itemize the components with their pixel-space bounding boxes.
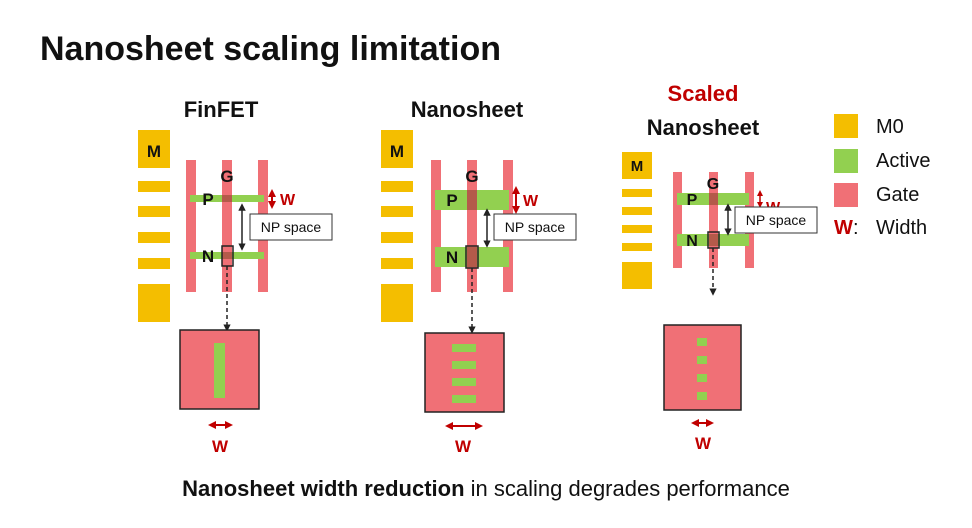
cross-section-finfet [179, 329, 260, 410]
legend-label-width: Width [876, 217, 927, 239]
n-label: N [202, 247, 214, 266]
width-label: W [455, 437, 472, 456]
np-space-box [493, 213, 577, 241]
footer-caption: Nanosheet width reduction in scaling deg… [0, 476, 972, 502]
np-space-box [734, 206, 818, 234]
m-label: M [390, 142, 404, 161]
m-label: M [631, 158, 644, 175]
p-label: P [202, 190, 213, 209]
np-space-label: NP space [746, 212, 807, 228]
np-space-box [249, 213, 333, 241]
legend: M0 Active Gate W : Width [834, 114, 930, 239]
finfet-header: FinFET [184, 97, 259, 122]
width-label: W [695, 434, 712, 453]
m0-stack-finfet [138, 130, 170, 322]
page-title: Nanosheet scaling limitation [40, 30, 501, 68]
g-label: G [707, 176, 719, 193]
m0-stack-scaled [622, 152, 652, 289]
legend-swatch-m0 [834, 114, 858, 138]
cross-section-nanosheet [424, 332, 505, 413]
width-label: W [212, 437, 229, 456]
nanosheet-panel: Nanosheet M G P N W NP space [381, 97, 577, 456]
p-label: P [446, 191, 457, 210]
nanosheet-header: Nanosheet [411, 97, 524, 122]
n-label: N [446, 248, 458, 267]
cross-section-scaled [663, 324, 742, 411]
finfet-panel: FinFET M G P N W [138, 97, 333, 456]
svg-text::: : [853, 217, 859, 239]
legend-label-m0: M0 [876, 116, 904, 138]
scaled-nanosheet-panel: Scaled Nanosheet M G P N W NP space [622, 81, 818, 453]
g-label: G [465, 167, 478, 186]
legend-symbol-w: W [834, 217, 853, 239]
g-label: G [220, 167, 233, 186]
footer-bold: Nanosheet width reduction [182, 476, 465, 501]
legend-label-active: Active [876, 150, 930, 172]
m-label: M [147, 142, 161, 161]
width-label: W [523, 193, 539, 210]
m0-stack-nanosheet [381, 130, 413, 322]
legend-swatch-active [834, 149, 858, 173]
p-label: P [687, 192, 698, 209]
np-space-label: NP space [505, 219, 566, 235]
footer-rest: in scaling degrades performance [464, 476, 790, 501]
np-space-label: NP space [261, 219, 322, 235]
scaled-nanosheet-header: Nanosheet [647, 115, 760, 140]
width-label: W [280, 192, 296, 209]
scaled-header: Scaled [668, 81, 739, 106]
legend-swatch-gate [834, 183, 858, 207]
n-label: N [686, 233, 698, 250]
legend-label-gate: Gate [876, 184, 919, 206]
